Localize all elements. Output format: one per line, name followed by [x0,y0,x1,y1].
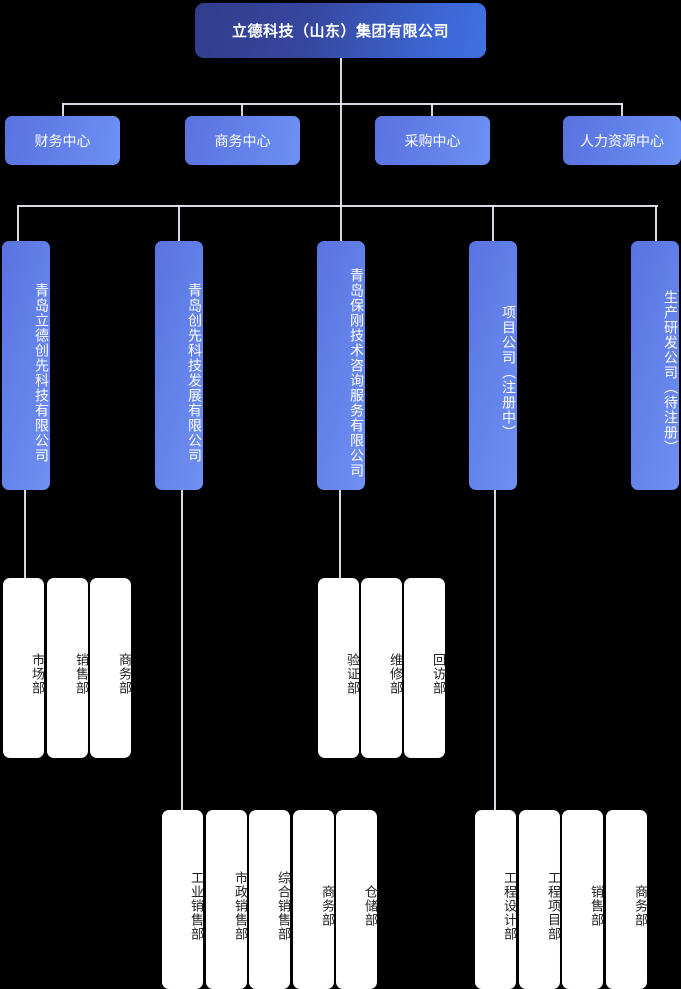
connector-company-drop-3 [340,205,342,242]
org-node-dept-municipal-sales[interactable]: 市政销售部 [206,810,248,989]
org-node-dept-warehouse[interactable]: 仓储部 [336,810,378,989]
connector-company-drop-2 [178,205,180,242]
org-node-center-hr[interactable]: 人力资源中心 [563,116,681,165]
connector-center-drop-2 [241,103,243,116]
connector-company-drop-1 [17,205,19,242]
connector-trunk-to-companies [340,103,342,206]
connector-companies-bus [18,205,658,207]
connector-center-drop-1 [62,103,64,116]
org-node-dept-industrial-sales[interactable]: 工业销售部 [162,810,204,989]
connector-center-drop-4 [621,103,623,116]
connector-baogang-stem [339,490,341,578]
connector-centers-bus [63,103,623,105]
connector-company-drop-5 [655,205,657,242]
connector-center-drop-3 [431,103,433,116]
connector-project-stem [494,490,496,810]
org-node-company-baogang[interactable]: 青岛保刚技术咨询服务有限公司 [317,241,365,490]
connector-chuangxian-stem [181,490,183,810]
org-node-center-procurement[interactable]: 采购中心 [375,116,490,165]
org-node-dept-repair[interactable]: 维修部 [361,578,403,758]
connector-company-drop-4 [492,205,494,242]
org-node-dept-business-1[interactable]: 商务部 [90,578,132,758]
org-node-dept-sales-1[interactable]: 销售部 [47,578,89,758]
org-node-dept-verification[interactable]: 验证部 [318,578,360,758]
org-node-company-project[interactable]: 项目公司（注册中） [469,241,517,490]
org-node-dept-business-2[interactable]: 商务部 [293,810,335,989]
org-node-dept-sales-2[interactable]: 销售部 [562,810,604,989]
org-node-center-finance[interactable]: 财务中心 [5,116,120,165]
org-node-center-business[interactable]: 商务中心 [185,116,300,165]
org-node-dept-engineering-design[interactable]: 工程设计部 [475,810,517,989]
org-node-company-chuangxian[interactable]: 青岛创先科技发展有限公司 [155,241,203,490]
org-node-company-lidechuangxian[interactable]: 青岛立德创先科技有限公司 [2,241,50,490]
connector-lidechuangxian-stem [24,490,26,578]
org-node-dept-general-sales[interactable]: 综合销售部 [249,810,291,989]
org-node-dept-market[interactable]: 市场部 [3,578,45,758]
org-node-dept-business-3[interactable]: 商务部 [606,810,648,989]
org-node-root[interactable]: 立德科技（山东）集团有限公司 [195,3,486,58]
org-node-dept-engineering-project[interactable]: 工程项目部 [519,810,561,989]
connector-root-trunk [340,58,342,105]
org-node-dept-followup[interactable]: 回访部 [404,578,446,758]
org-node-company-production-rd[interactable]: 生产研发公司（待注册） [631,241,679,490]
